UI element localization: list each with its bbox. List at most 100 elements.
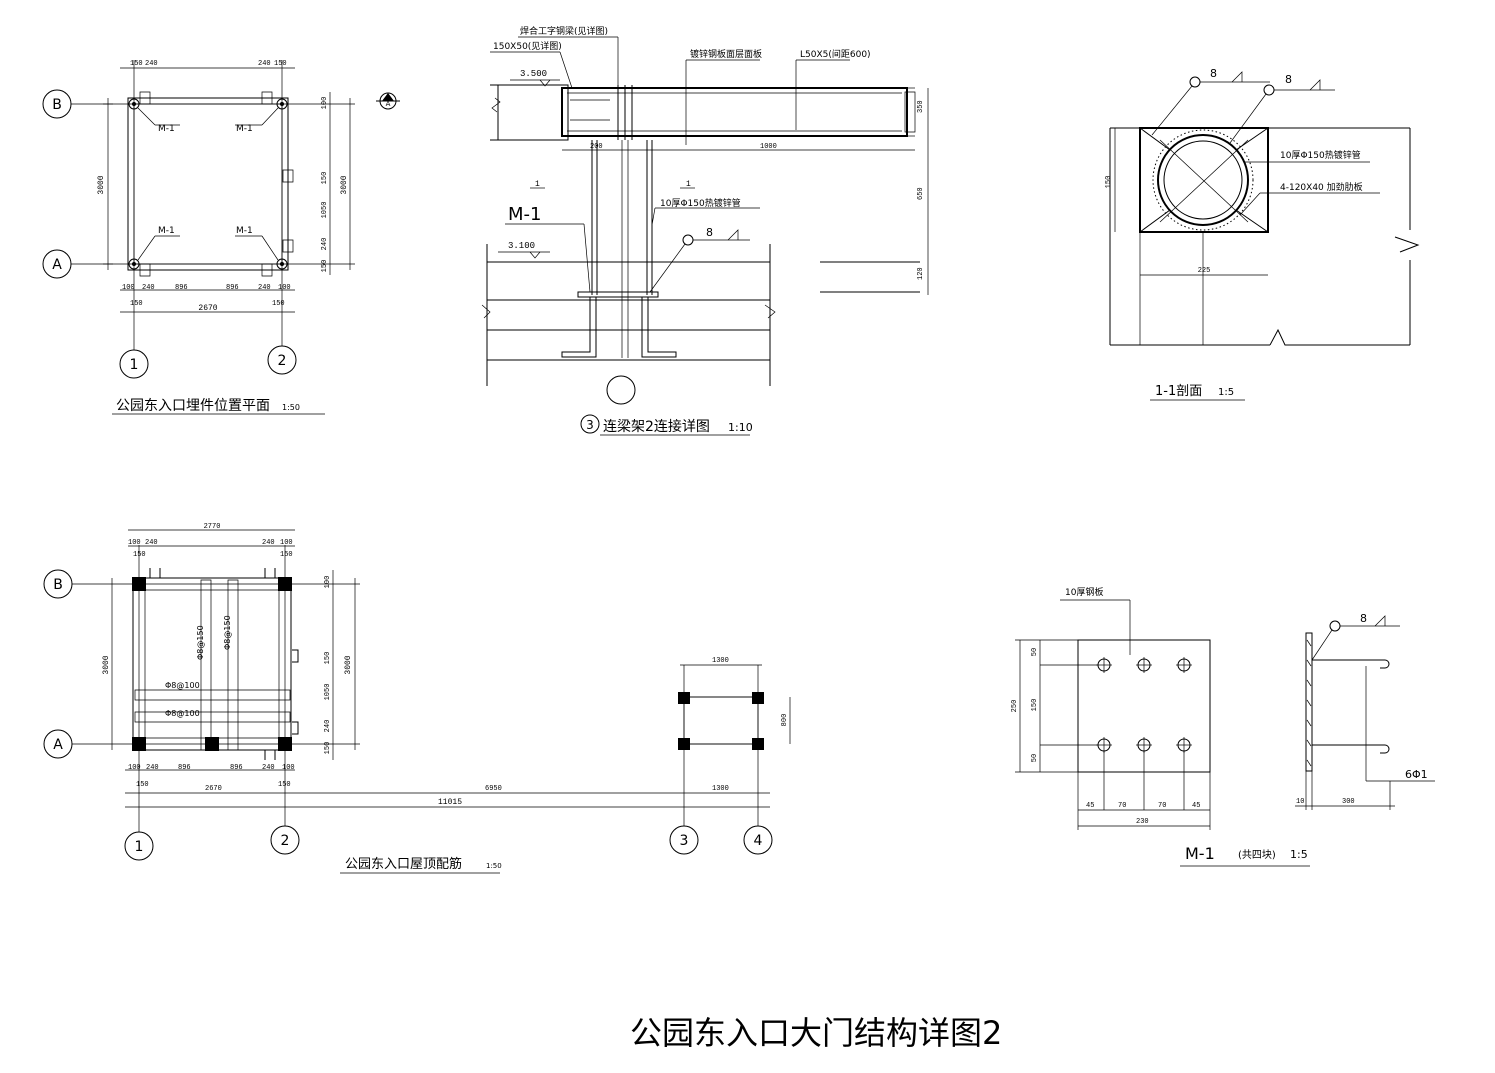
elev-lower: 3.100 — [508, 241, 535, 251]
detail3-scale: 1:10 — [728, 421, 753, 434]
roof-dim-long-total: 11015 — [438, 798, 462, 807]
embedded-plate-plan: B A 1 2 M-1 — [43, 60, 400, 414]
note-top-4: L50X5(间距600) — [800, 48, 871, 60]
roof-plan-title: 公园东入口屋顶配筋 — [345, 856, 462, 872]
note-pipe: 10厚Φ150热镀锌管 — [660, 197, 741, 209]
dim-bottom-6: 100 — [278, 284, 291, 292]
m1-dim-bottom-4: 45 — [1192, 802, 1200, 810]
m1-detail: 10厚钢板 250 50 150 50 45 70 70 45 230 — [1011, 586, 1435, 866]
m1-scale: 1:5 — [1290, 848, 1308, 861]
roof-plan-scale: 1:50 — [486, 862, 502, 870]
dim-right-4: 240 — [321, 238, 329, 251]
roof-dim-left: 3000 — [102, 655, 111, 674]
dim-right-total: 3000 — [340, 175, 349, 194]
note-top-3: 镀锌钢板面层面板 — [690, 48, 762, 60]
roof-dim-top-2: 240 — [145, 539, 158, 547]
roof-axis-3: 3 — [680, 833, 689, 849]
m1-anchor-note: 6Φ1 — [1405, 768, 1428, 781]
dim-top-4: 150 — [274, 60, 287, 68]
roof-dim-top-small-1: 150 — [133, 551, 146, 559]
m1-dim-bottom-2: 70 — [1118, 802, 1126, 810]
roof-axis-4: 4 — [754, 833, 763, 849]
roof-dim-right-1: 100 — [324, 576, 332, 589]
m1-dim-bottom-3: 70 — [1158, 802, 1166, 810]
dim-650: 650 — [917, 187, 925, 200]
roof-dim-top-1: 100 — [128, 539, 141, 547]
section-mark-label: A — [386, 100, 391, 108]
m1-dim-left-1: 50 — [1031, 648, 1039, 656]
section-title: 1-1剖面 — [1155, 384, 1202, 399]
embed-plates — [129, 92, 293, 276]
roof-dim-bottom-6: 100 — [282, 764, 295, 772]
m1-dim-bottom-1: 45 — [1086, 802, 1094, 810]
axis-label-B: B — [52, 97, 62, 113]
dim-120: 120 — [917, 267, 925, 280]
dim-bottom-end-1: 150 — [130, 300, 143, 308]
dim-bottom-1: 100 — [122, 284, 135, 292]
m1-dim-left-total: 250 — [1011, 700, 1019, 713]
section-dim-h: 150 — [1105, 176, 1113, 189]
detail3-weld: 8 — [706, 226, 713, 239]
roof-dim-top-4: 100 — [280, 539, 293, 547]
dim-bottom-3: 896 — [175, 284, 188, 292]
dim-bottom-total: 2670 — [198, 304, 217, 313]
dim-left: 3000 — [97, 175, 106, 194]
detail3-m1-label: M-1 — [508, 204, 541, 225]
dim-right-2: 150 — [321, 172, 329, 185]
section-weld-2: 8 — [1285, 73, 1292, 86]
dim-top-3: 240 — [258, 60, 271, 68]
roof-dim-bottom-total: 2670 — [205, 785, 222, 793]
plan-outline — [128, 98, 288, 270]
dim-top-2: 240 — [145, 60, 158, 68]
dim-bottom-5: 240 — [258, 284, 271, 292]
dim-200: 200 — [590, 143, 603, 151]
m1-weld: 8 — [1360, 612, 1367, 625]
roof-dim-right-4: 240 — [324, 720, 332, 733]
roof-axis-B: B — [53, 577, 63, 593]
dim-1000: 1000 — [760, 143, 777, 151]
m1-label-4: M-1 — [236, 226, 253, 236]
detail3-callout — [581, 415, 599, 433]
roof-dim-right-5: 150 — [324, 742, 332, 755]
axis-label-A: A — [52, 257, 62, 273]
rebar-2: Φ8@150 — [223, 615, 232, 650]
section-note-rib: 4-120X40 加劲肋板 — [1280, 181, 1363, 193]
section-scale: 1:5 — [1218, 387, 1234, 398]
dim-top-1: 150 — [130, 60, 143, 68]
m1-side-dim-2: 300 — [1342, 798, 1355, 806]
dim-right-1: 100 — [321, 97, 329, 110]
section-1-1: 8 8 10厚Φ150热镀锌管 4-120X40 加劲肋板 150 225 1-… — [1105, 67, 1418, 400]
roof-dim-1300-bot: 1300 — [712, 785, 729, 793]
roof-dim-bottom-end-2: 150 — [278, 781, 291, 789]
roof-dim-bottom-3: 896 — [178, 764, 191, 772]
dim-right-5: 150 — [321, 260, 329, 273]
roof-dim-right-3: 1050 — [324, 684, 332, 701]
m1-dim-bottom-total: 230 — [1136, 818, 1149, 826]
roof-dim-1300-top: 1300 — [712, 657, 729, 665]
m1-subtitle: (共四块) — [1238, 849, 1276, 861]
roof-dim-bottom-4: 896 — [230, 764, 243, 772]
roof-dim-right-total: 3000 — [344, 655, 353, 674]
roof-dim-800: 800 — [781, 714, 789, 727]
roof-dim-bottom-1: 100 — [128, 764, 141, 772]
m1-label-2: M-1 — [236, 124, 253, 134]
dim-350: 350 — [917, 100, 925, 113]
roof-axis-2: 2 — [281, 833, 290, 849]
section-cut-left: 1 — [535, 180, 540, 189]
m1-label-3: M-1 — [158, 226, 175, 236]
section-weld-1: 8 — [1210, 67, 1217, 80]
roof-axis-1: 1 — [135, 839, 144, 855]
rebar-1: Φ8@150 — [196, 625, 205, 660]
note-top-1: 焊合工字钢梁(见详图) — [520, 25, 608, 37]
m1-plate-note: 10厚钢板 — [1065, 586, 1103, 598]
roof-rebar-plan: B A 1 2 3 4 Φ8@150 Φ8@150 Φ8@100 Φ8@100 — [44, 523, 790, 873]
detail3-callout-no: 3 — [586, 418, 594, 432]
roof-dim-bottom-5: 240 — [262, 764, 275, 772]
roof-dim-bottom-end-1: 150 — [136, 781, 149, 789]
m1-label-1: M-1 — [158, 124, 175, 134]
rebar-3: Φ8@100 — [165, 681, 200, 690]
section-note-pipe: 10厚Φ150热镀锌管 — [1280, 149, 1361, 161]
plan-inner — [134, 104, 282, 264]
embedded-plan-scale: 1:50 — [282, 403, 300, 412]
dim-bottom-end-2: 150 — [272, 300, 285, 308]
